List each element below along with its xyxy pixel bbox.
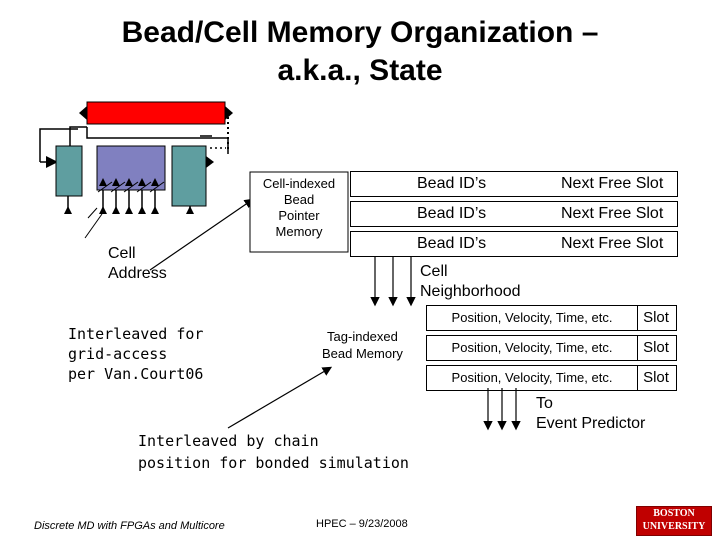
interleaved-grid-line-3: per Van.Court06: [68, 365, 204, 383]
pointer-row-1-slot: Next Free Slot: [561, 175, 664, 192]
cell-address-line-1: Cell: [108, 245, 136, 262]
cell-indexed-line-1: Cell-indexed: [262, 176, 336, 191]
pointer-row-3-slot: Next Free Slot: [561, 235, 664, 252]
cell-neighborhood-line-2: Neighborhood: [420, 283, 521, 300]
pointer-row-3: Bead ID’s Next Free Slot: [350, 231, 678, 257]
tag-indexed-label: Tag-indexed Bead Memory: [322, 328, 403, 362]
pointer-row-2-slot: Next Free Slot: [561, 205, 664, 222]
interleaved-chain-label: Interleaved by chain position for bonded…: [138, 430, 409, 474]
cell-neighborhood-line-1: Cell: [420, 263, 448, 280]
teal-block-left: [55, 145, 83, 197]
title-line-2: a.k.a., State: [277, 54, 443, 87]
interleaved-chain-line-1: Interleaved by chain: [138, 432, 319, 450]
pointer-memory-box: [249, 171, 349, 253]
tag-indexed-line-1: Tag-indexed: [327, 329, 398, 344]
bead-row-1-slot: Slot: [636, 305, 677, 331]
teal-block-right: [171, 145, 207, 207]
arrow-grid-access: [84, 213, 103, 239]
cell-neighborhood-label: Cell Neighborhood: [420, 262, 521, 302]
teal-right-arrow: [206, 156, 214, 168]
tag-indexed-line-2: Bead Memory: [322, 346, 403, 361]
bead-row-1-fields: Position, Velocity, Time, etc.: [426, 305, 638, 331]
bead-row-2-fields: Position, Velocity, Time, etc.: [426, 335, 638, 361]
interleaved-grid-line-1: Interleaved for: [68, 325, 204, 343]
logo-line-1: BOSTON: [653, 508, 695, 519]
event-predictor-label: To Event Predictor: [536, 394, 645, 434]
pointer-row-2-bead: Bead ID’s: [417, 205, 487, 222]
pointer-row-2: Bead ID’s Next Free Slot: [350, 201, 678, 227]
pointer-row-3-bead: Bead ID’s: [417, 235, 487, 252]
arrow-chain: [227, 366, 333, 429]
port-arrows: [64, 178, 194, 214]
pointer-row-1-bead: Bead ID’s: [417, 175, 487, 192]
boston-university-logo: BOSTON UNIVERSITY: [636, 506, 712, 536]
event-predictor-arrows: [483, 388, 521, 431]
interleaved-chain-line-2: position for bonded simulation: [138, 454, 409, 472]
red-block-left-arrow: [79, 106, 87, 120]
page-title: Bead/Cell Memory Organization – a.k.a., …: [0, 14, 720, 90]
cell-indexed-label: Cell-indexed Bead Pointer Memory: [252, 176, 346, 240]
arrow-cell-address: [149, 198, 254, 271]
bead-row-2-slot: Slot: [636, 335, 677, 361]
event-predictor-line-2: Event Predictor: [536, 415, 646, 432]
pointer-row-1: Bead ID’s Next Free Slot: [350, 171, 678, 197]
cell-indexed-line-4: Memory: [275, 224, 323, 239]
red-block: [86, 101, 226, 125]
interleaved-grid-label: Interleaved for grid-access per Van.Cour…: [68, 324, 203, 384]
event-predictor-line-1: To: [536, 395, 553, 412]
cell-address-label: Cell Address: [108, 244, 167, 284]
neighborhood-arrows: [370, 256, 416, 307]
crossbar-lines: [87, 181, 165, 219]
bead-row-3-fields: Position, Velocity, Time, etc.: [426, 365, 638, 391]
bead-row-3-slot: Slot: [636, 365, 677, 391]
feedback-loop: [39, 126, 229, 168]
interleaved-grid-line-2: grid-access: [68, 345, 168, 363]
logo-line-2: UNIVERSITY: [642, 521, 706, 532]
footer-left: Discrete MD with FPGAs and Multicore: [34, 520, 225, 532]
footer-center: HPEC – 9/23/2008: [316, 518, 408, 530]
title-line-1: Bead/Cell Memory Organization –: [121, 16, 599, 49]
cell-address-line-2: Address: [108, 265, 167, 282]
cell-indexed-line-2: Bead: [283, 192, 315, 207]
cell-indexed-line-3: Pointer: [278, 208, 320, 223]
